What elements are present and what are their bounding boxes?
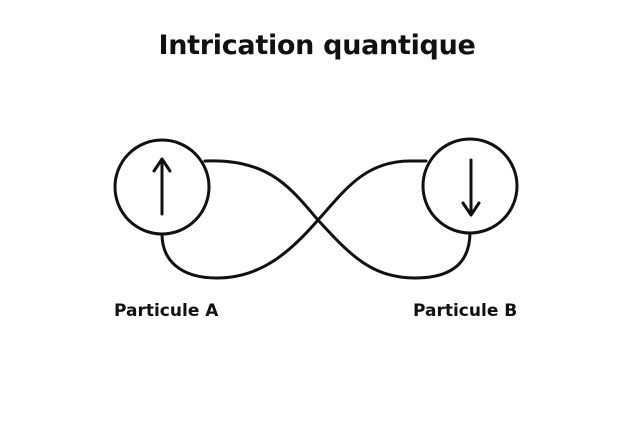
entanglement-loop-upper-a: [203, 159, 472, 280]
particle-a-label: Particule A: [114, 301, 219, 321]
arrow-up-icon: [152, 157, 172, 216]
particle-b-label: Particule B: [413, 301, 518, 321]
diagram-title: Intrication quantique: [158, 30, 476, 61]
entanglement-loop-lower-a: [160, 159, 428, 280]
arrow-down-icon: [461, 158, 481, 217]
